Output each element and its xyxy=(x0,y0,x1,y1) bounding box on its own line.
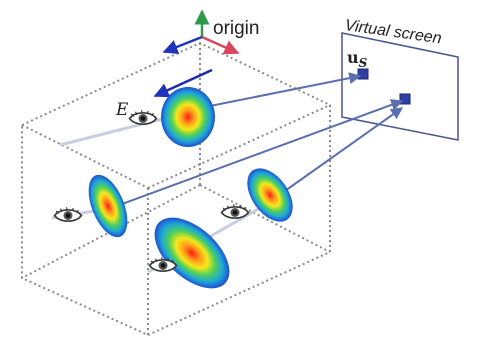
eye-icon xyxy=(128,110,158,125)
view-direction-arrow xyxy=(153,68,213,98)
eye-icon xyxy=(220,204,250,219)
screen-pixel-2 xyxy=(399,93,411,105)
gaussian-splat-2 xyxy=(88,174,128,238)
gaussian-splat-4 xyxy=(154,217,230,289)
axis-right-arrow xyxy=(201,35,240,55)
gaussian-splat-1 xyxy=(161,87,215,147)
eye-label: E xyxy=(116,100,129,120)
axis-left-arrow xyxy=(162,35,203,55)
us-label: uS xyxy=(347,48,368,71)
screen-pixel-us xyxy=(357,68,369,80)
eye-icon xyxy=(53,207,83,222)
gaussian-splat-3 xyxy=(247,168,293,222)
origin-label: origin xyxy=(213,18,260,39)
axis-arrows xyxy=(162,9,240,55)
